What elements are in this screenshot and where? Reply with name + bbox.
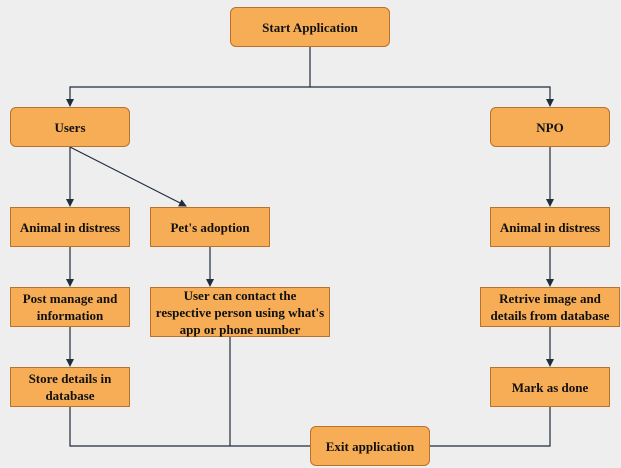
mark-as-done-node: Mark as done [490, 367, 610, 407]
pets-adoption-node: Pet's adoption [150, 207, 270, 247]
contact-person-node: User can contact the respective person u… [150, 287, 330, 337]
npo-animal-in-distress-node: Animal in distress [490, 207, 610, 247]
post-manage-node: Post manage and information [10, 287, 130, 327]
npo-node: NPO [490, 107, 610, 147]
edge-store-to-exit [69, 407, 310, 447]
users-animal-in-distress-node: Animal in distress [10, 207, 130, 247]
edge-mark-to-exit [430, 407, 551, 447]
exit-application-node: Exit application [310, 426, 430, 466]
users-node: Users [10, 107, 130, 147]
edge-start-to-users [66, 47, 311, 107]
edge-start-to-npo [310, 86, 554, 107]
start-application-node: Start Application [230, 7, 390, 47]
retrive-image-node: Retrive image and details from database [480, 287, 620, 327]
store-details-node: Store details in database [10, 367, 130, 407]
edge-users-to-adoption [69, 146, 187, 207]
